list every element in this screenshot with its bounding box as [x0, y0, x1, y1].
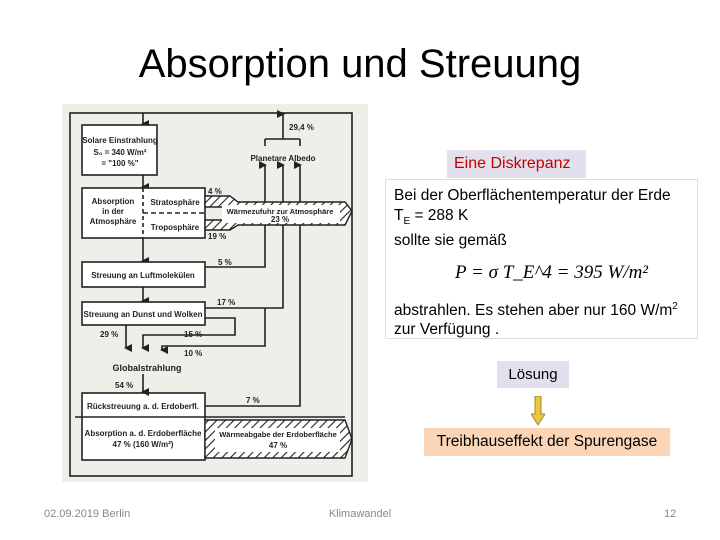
radiation-budget-diagram: Solare Einstrahlung S₀ = 340 W/m² = "100… — [62, 104, 368, 482]
pct-29: 29 % — [100, 330, 118, 339]
footer-date: 02.09.2019 Berlin — [44, 508, 131, 520]
discrepancy-textbox: Bei der Oberflächentemperatur der Erde T… — [386, 180, 697, 338]
discrepancy-label: Eine Diskrepanz — [447, 150, 586, 178]
albedo-label: Planetare Albedo — [250, 154, 315, 163]
abs-atm-label: Atmosphäre — [90, 217, 137, 226]
pct-4: 4 % — [208, 187, 222, 196]
pct-17: 17 % — [217, 298, 235, 307]
text-line: abstrahlen. Es stehen aber nur 160 W/m2 — [394, 297, 689, 321]
pct-10: 10 % — [184, 349, 202, 358]
pct-47: 47 % — [269, 441, 287, 450]
t-symbol: T — [394, 206, 404, 224]
pct-54: 54 % — [115, 381, 133, 390]
footer-topic: Klimawandel — [328, 508, 392, 520]
t-subscript: E — [403, 215, 411, 227]
abs-erd-label: Absorption a. d. Erdoberfläche — [85, 429, 202, 438]
text-line: Bei der Oberflächentemperatur der Erde — [394, 187, 671, 204]
pct-15: 15 % — [184, 330, 202, 339]
down-arrow-icon — [531, 396, 545, 426]
pct-19: 19 % — [208, 232, 226, 241]
diagram-svg: Solare Einstrahlung S₀ = 340 W/m² = "100… — [69, 110, 353, 477]
result-label: Treibhauseffekt der Spurengase — [424, 428, 670, 456]
tropo-label: Troposphäre — [151, 223, 200, 232]
erd-box — [81, 392, 206, 461]
t-value: = 288 K — [410, 206, 469, 224]
text-line: TE = 288 K — [394, 206, 689, 232]
abs-atm-label: in der — [102, 207, 124, 216]
abs-atm-label: Absorption — [92, 197, 135, 206]
dunst-label: Streuung an Dunst und Wolken — [84, 310, 203, 319]
heat-surface-label: Wärmeabgabe der Erdoberfläche — [219, 430, 337, 439]
luft-label: Streuung an Luftmolekülen — [91, 271, 195, 280]
pct-albedo: 29,4 % — [289, 123, 314, 132]
luft-box — [81, 261, 206, 288]
solution-label: Lösung — [497, 361, 569, 388]
slide-title: Absorption und Streuung — [138, 42, 582, 86]
solar-percent: = "100 %" — [101, 159, 138, 168]
solar-box — [81, 124, 158, 176]
text-span: abstrahlen. Es stehen aber nur 160 W/m — [394, 301, 673, 319]
dunst-box — [81, 301, 206, 326]
pct-23: 23 % — [271, 215, 289, 224]
outer-frame — [69, 112, 353, 477]
strato-label: Stratosphäre — [150, 198, 200, 207]
superscript: 2 — [672, 300, 678, 312]
stefan-boltzmann-formula: P = σ T_E^4 = 395 W/m² — [455, 261, 648, 283]
rueck-label: Rückstreuung a. d. Erdoberfl. — [87, 402, 199, 411]
pct-7: 7 % — [246, 396, 260, 405]
solar-label: Solare Einstrahlung — [82, 136, 158, 145]
global-label: Globalstrahlung — [112, 363, 181, 373]
pct-5: 5 % — [218, 258, 232, 267]
text-line: sollte sie gemäß — [394, 232, 507, 250]
abs-erd-value: 47 % (160 W/m²) — [113, 440, 174, 449]
footer-page-number: 12 — [664, 508, 677, 520]
solar-value: S₀ = 340 W/m² — [93, 148, 147, 157]
heat-atm-label: Wärmezufuhr zur Atmosphäre — [227, 207, 334, 216]
text-line: zur Verfügung . — [394, 321, 500, 339]
